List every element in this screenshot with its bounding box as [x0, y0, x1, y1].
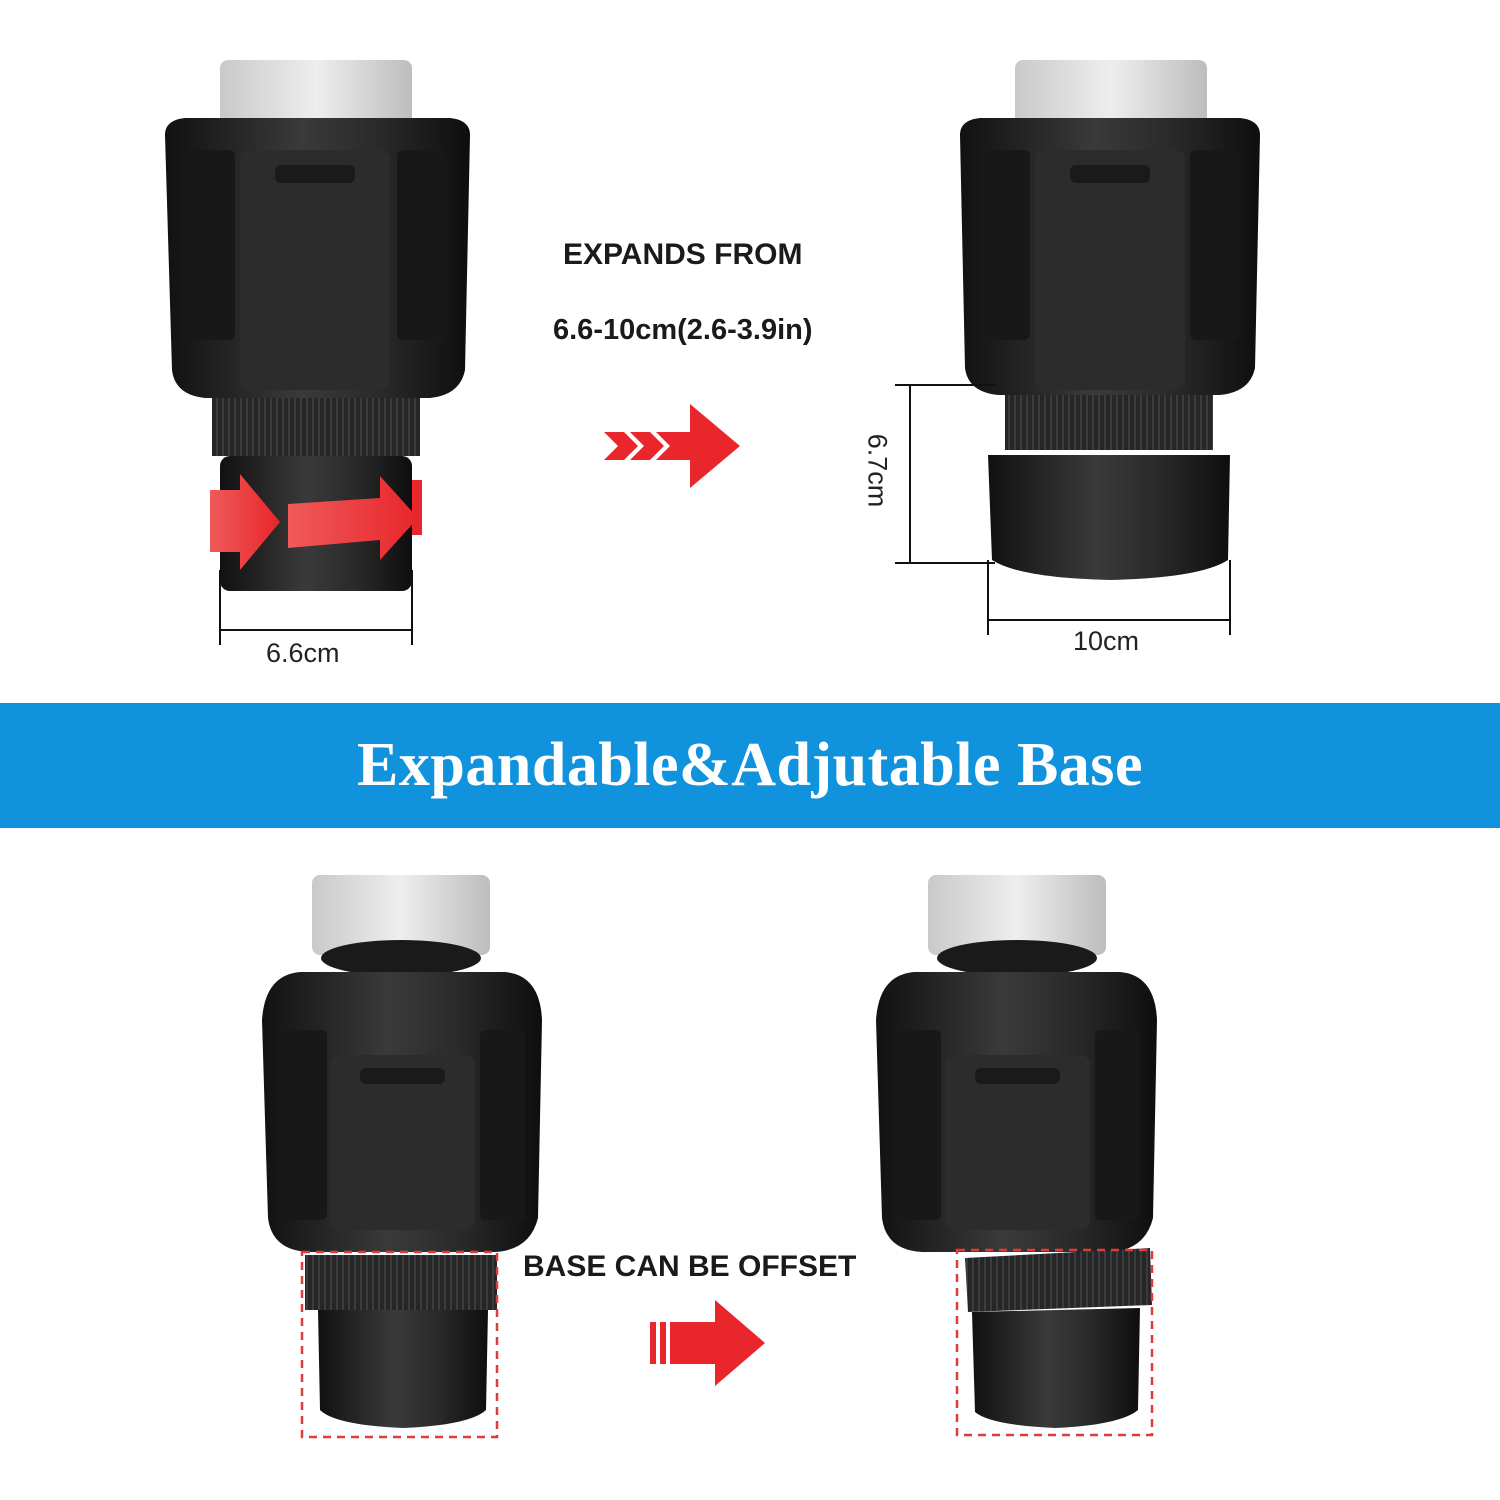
dashed-highlight-box-right: [955, 1248, 1154, 1437]
dashed-highlight-box-left: [300, 1250, 499, 1439]
offset-caption: BASE CAN BE OFFSET: [523, 1250, 857, 1283]
height-label: 6.7cm: [862, 433, 893, 508]
cup-holder-top-right: [960, 60, 1260, 580]
banner-title: Expandable&Adjutable Base: [357, 731, 1143, 799]
dimension-line-6-6cm: [219, 570, 413, 645]
expands-caption-line1: EXPANDS FROM: [563, 238, 803, 271]
red-arrow-icon: [604, 404, 740, 488]
expands-caption-line2: 6.6-10cm(2.6-3.9in): [553, 314, 813, 346]
cup-holder-bottom-left: [262, 875, 542, 1428]
cup-holder-bottom-right: [876, 875, 1157, 1428]
title-banner: Expandable&Adjutable Base: [0, 703, 1500, 828]
rotate-arrow-icon: [210, 474, 422, 570]
red-arrow-icon-bottom: [650, 1300, 765, 1386]
dimension-line-6-7cm: [895, 384, 995, 564]
width-label-left: 6.6cm: [266, 638, 340, 668]
cup-holder-top-left: [165, 60, 470, 591]
dimension-line-10cm: [987, 560, 1231, 635]
width-label-right: 10cm: [1073, 626, 1140, 656]
